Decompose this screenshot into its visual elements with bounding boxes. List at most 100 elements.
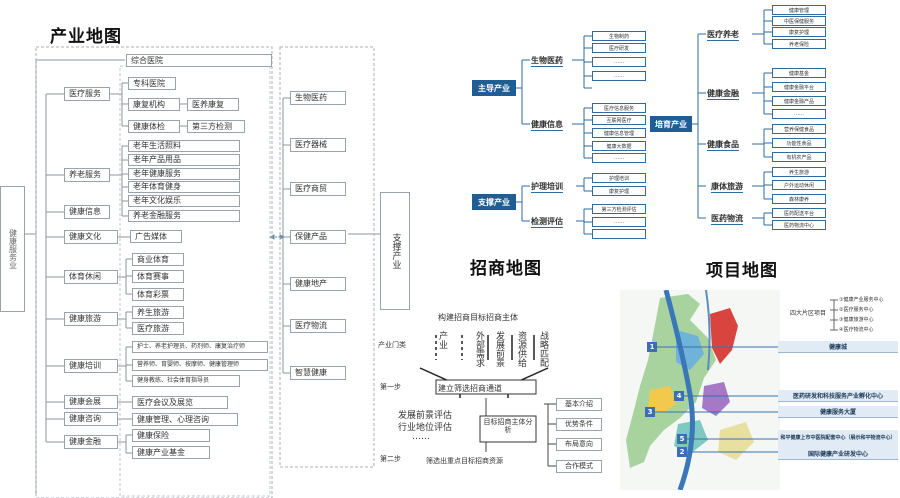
step1-label: 第一步 (380, 383, 401, 391)
cult-4-item-1: 养生旅游 (772, 167, 826, 177)
support-1-item-2: 康复护理 (592, 186, 646, 196)
cultivate-node-1: 医疗养老 (707, 30, 739, 41)
cultivate-node-4: 康体旅游 (711, 182, 743, 193)
support-label: 支撑产业 (380, 192, 410, 310)
right-box-4: 合作模式 (556, 460, 602, 473)
elderly-item-4: 老年体育健身 (128, 181, 240, 193)
cult-1-item-1: 健康管理 (772, 5, 826, 15)
main-2-item-5: …… (592, 153, 646, 163)
project-5: 国际健康产业研发中心 (778, 448, 898, 460)
eval-line-2: 行业地位评估 (398, 423, 453, 433)
marker-4: 4 (674, 391, 684, 401)
group-sports: 体育休闲 (64, 270, 118, 284)
support-2-item-1: 第三方检测评估 (592, 204, 646, 214)
group-tourism: 健康旅游 (64, 312, 118, 326)
cultivate-node-5: 医药物流 (711, 214, 743, 225)
elderly-item-3: 老年健康服务 (128, 168, 240, 180)
main-2-item-2: 互联网医疗 (592, 115, 646, 125)
elderly-item-6: 养老金融服务 (128, 210, 240, 222)
project-3: 健康服务大厦 (778, 406, 898, 418)
col-2: 外部需求 (474, 331, 484, 367)
col-1: 产业 (437, 331, 447, 349)
finance-item-1: 健康保险 (132, 429, 210, 442)
project-map-image (620, 290, 780, 490)
support-1-item-1: 护理培训 (592, 173, 646, 183)
final-resource: 筛选出重点目标招商资源 (426, 457, 503, 465)
row1-label: 产业门类 (378, 341, 406, 349)
main-1-item-4: …… (592, 71, 646, 81)
hospital-general: 综合医院 (126, 54, 272, 67)
cult-5-item-2: 医药物流中心 (772, 220, 826, 230)
cult-1-item-4: 养老保险 (772, 39, 826, 49)
elderly-item-5: 老年文化娱乐 (128, 195, 240, 207)
step2-label: 第二步 (380, 455, 401, 463)
cult-4-item-2: 户外运动休闲 (772, 180, 826, 190)
support-item-5: 健康地产 (290, 277, 346, 291)
legend-item-4: ④医疗物流中心 (839, 327, 874, 333)
support-item-1: 生物医药 (290, 91, 346, 105)
support-item-6: 医疗物流 (290, 319, 346, 333)
group-elderly: 养老服务 (64, 168, 110, 182)
sports-item-3: 体育彩票 (132, 288, 184, 301)
cult-2-item-2: 健康金融平台 (772, 82, 826, 92)
cult-3-item-3: 有机农产品 (772, 152, 826, 162)
project-4: 和平健康上市中医院配套中心（展示和平物流中心） (778, 430, 898, 449)
tourism-item-2: 医疗旅游 (132, 322, 184, 335)
main-node-2: 健康信息 (531, 120, 563, 131)
cluster-support: 支撑产业 (472, 194, 516, 210)
consult-item-1: 健康管理、心理咨询 (132, 413, 238, 426)
col-3: 发展前景 (494, 331, 504, 367)
cult-5-item-1: 医药配送平台 (772, 208, 826, 218)
group-training: 健康培训 (64, 359, 118, 373)
main-1-item-3: …… (592, 57, 646, 67)
group-medical: 医疗服务 (64, 87, 110, 101)
legend-item-3: ③健康旅游中心 (839, 317, 874, 323)
item-medcare: 医养康复 (187, 98, 239, 111)
target-analysis: 目标招商主体分析 (483, 418, 533, 435)
sports-item-1: 商业体育 (132, 253, 184, 266)
legend-title: 四大片区项目 (790, 310, 827, 317)
cult-4-item-3: 森林康养 (772, 194, 826, 204)
cultivate-node-3: 健康食品 (707, 140, 739, 151)
tourism-item-1: 养生旅游 (132, 306, 184, 319)
training-item-1: 护士、养老护理员、药剂师、康复治疗师 (132, 341, 268, 353)
group-info: 健康信息 (64, 205, 110, 219)
support-item-7: 智慧健康 (290, 366, 346, 380)
investment-map-title: 招商地图 (470, 259, 542, 279)
investment-top: 构建招商目标招商主体 (438, 313, 518, 322)
support-2-item-2: …… (592, 217, 646, 227)
item-checkup: 健康体检 (128, 120, 180, 133)
training-item-2: 营养师、育婴师、按摩师、健康管理师 (132, 359, 268, 371)
industry-root: 健康服务业 (0, 186, 25, 312)
cluster-main: 主导产业 (472, 80, 516, 96)
right-box-1: 基本介绍 (556, 398, 602, 411)
finance-item-2: 健康产业基金 (132, 446, 210, 459)
cult-2-item-4: …… (772, 109, 826, 119)
support-node-2: 检测评估 (531, 217, 563, 228)
col-5: 战略匹配 (538, 331, 548, 367)
support-item-2: 医疗器械 (290, 138, 346, 152)
group-consult: 健康咨询 (64, 412, 118, 426)
exhibition-item-1: 医疗会议及展览 (132, 396, 228, 409)
support-2-item-3 (592, 229, 646, 239)
marker-2: 2 (677, 447, 687, 457)
marker-3: 3 (645, 407, 655, 417)
industry-map-title: 产业地图 (50, 27, 122, 47)
group-finance: 健康金融 (64, 435, 118, 449)
culture-item-1: 广告媒体 (130, 230, 182, 243)
training-item-3: 健身教练、社会体育指导员 (132, 375, 240, 387)
item-thirdparty: 第三方检测 (187, 120, 245, 133)
support-item-4: 保健产品 (290, 230, 346, 244)
cult-2-item-1: 健康基金 (772, 68, 826, 78)
main-2-item-4: 健康大数据 (592, 141, 646, 151)
cult-3-item-1: 营养保健食品 (772, 124, 826, 134)
project-1: 健康城 (778, 341, 898, 353)
cluster-cultivate: 培育产业 (650, 116, 692, 132)
group-exhibition: 健康会展 (64, 395, 118, 409)
legend-item-1: ①健康产业服务中心 (839, 297, 884, 303)
main-node-1: 生物医药 (531, 56, 563, 67)
elderly-item-2: 老年产品用品 (128, 154, 240, 166)
